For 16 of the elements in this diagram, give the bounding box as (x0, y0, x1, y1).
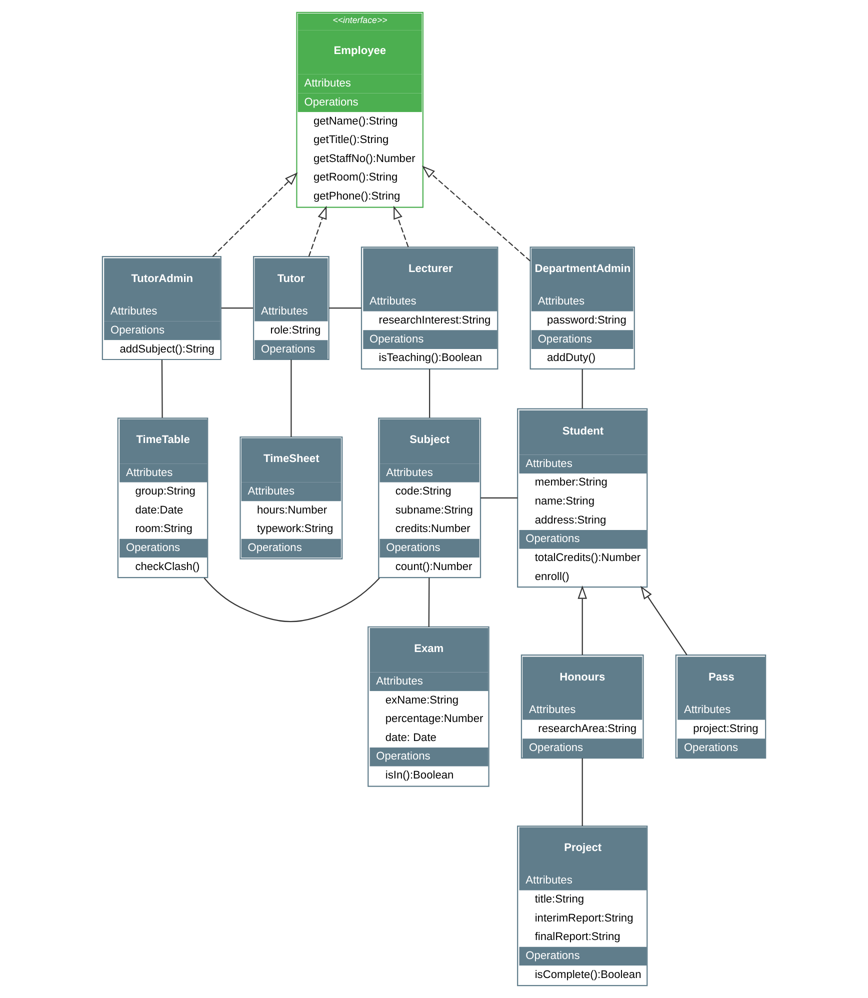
connector (428, 578, 430, 627)
arrow (394, 206, 409, 248)
arrow (422, 166, 531, 262)
connector (582, 369, 583, 408)
arrow (640, 586, 688, 656)
connector (221, 307, 253, 309)
connector (161, 360, 163, 418)
arrow (212, 172, 298, 257)
connector (480, 497, 518, 498)
connector (204, 578, 380, 622)
arrow (578, 586, 587, 655)
connector (429, 368, 430, 418)
connector (329, 307, 362, 309)
connector (582, 758, 583, 826)
arrow (308, 206, 327, 257)
connector (290, 360, 292, 437)
